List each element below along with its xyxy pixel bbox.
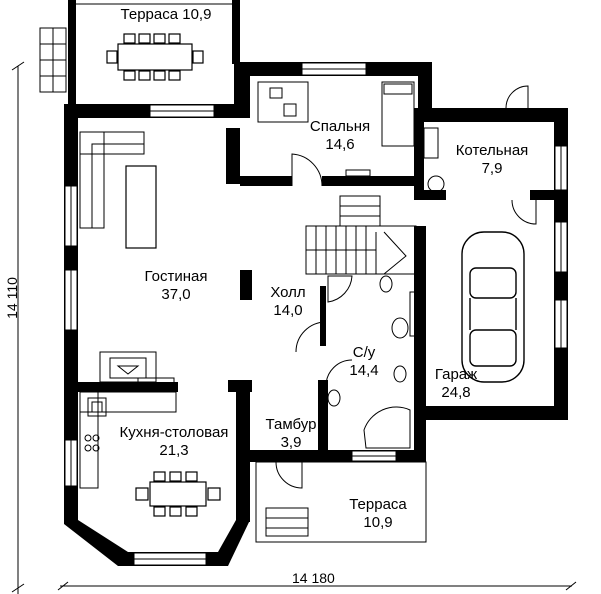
bottom-terrace bbox=[255, 461, 427, 543]
fireplace-column bbox=[240, 272, 252, 300]
living-area: 37,0 bbox=[161, 286, 191, 303]
boiler-name: Котельная bbox=[455, 142, 529, 159]
kitchen-name: Кухня-столовая bbox=[119, 424, 229, 441]
vestibule-area: 3,9 bbox=[280, 434, 302, 451]
dimension-width-label: 14 180 bbox=[292, 570, 335, 586]
living-label: Гостиная 37,0 bbox=[134, 268, 218, 304]
garage-name: Гараж bbox=[434, 366, 478, 383]
bedroom-door bbox=[291, 153, 323, 187]
bathroom-label: С/у 14,4 bbox=[340, 344, 388, 380]
bedroom-furniture bbox=[257, 81, 415, 177]
kitchen-counter bbox=[79, 377, 177, 489]
terrace-top-name: Терраса bbox=[120, 6, 179, 23]
kitchen-area: 21,3 bbox=[159, 442, 189, 459]
dimension-vertical bbox=[11, 61, 25, 594]
living-sofa bbox=[79, 131, 145, 229]
terrace-bottom-area: 10,9 bbox=[363, 514, 393, 531]
kitchen-label: Кухня-столовая 21,3 bbox=[104, 424, 244, 460]
bedroom-label: Спальня 14,6 bbox=[298, 118, 382, 154]
bath-fixtures bbox=[327, 275, 419, 449]
living-name: Гостиная bbox=[144, 268, 208, 285]
interior-walls bbox=[78, 108, 564, 462]
hall-label: Холл 14,0 bbox=[258, 284, 318, 320]
garage-door bbox=[511, 199, 537, 225]
vestibule-door bbox=[275, 461, 303, 489]
bathroom-name: С/у bbox=[352, 344, 376, 361]
dimension-height-label: 14 110 bbox=[4, 277, 20, 319]
terrace-bottom-name: Терраса bbox=[349, 496, 407, 513]
vestibule-name: Тамбур bbox=[265, 416, 317, 433]
boiler-area: 7,9 bbox=[481, 160, 503, 177]
fireplace bbox=[99, 351, 157, 383]
dimension-horizontal bbox=[57, 581, 577, 591]
windows bbox=[64, 62, 568, 566]
bedroom-name: Спальня bbox=[309, 118, 371, 135]
top-dining-table bbox=[106, 33, 204, 81]
garage-car bbox=[461, 231, 525, 383]
garage-label: Гараж 24,8 bbox=[426, 366, 486, 402]
vestibule-label: Тамбур 3,9 bbox=[258, 416, 324, 452]
terrace-top-label: Терраса 10,9 bbox=[100, 6, 232, 24]
bathroom-area: 14,4 bbox=[349, 362, 379, 379]
top-terrace bbox=[39, 0, 240, 104]
hall-door bbox=[295, 321, 327, 353]
bedroom-area: 14,6 bbox=[325, 136, 355, 153]
boiler-label: Котельная 7,9 bbox=[444, 142, 540, 178]
stairs bbox=[305, 195, 417, 275]
bath-door bbox=[325, 359, 353, 387]
terrace-bottom-label: Терраса 10,9 bbox=[338, 496, 418, 532]
boiler-door bbox=[505, 85, 529, 109]
hall-area: 14,0 bbox=[273, 302, 303, 319]
garage-area: 24,8 bbox=[441, 384, 471, 401]
hall-name: Холл bbox=[270, 284, 306, 301]
terrace-top-area: 10,9 bbox=[182, 6, 212, 23]
kitchen-dining-table bbox=[135, 471, 221, 517]
boiler-fixtures bbox=[423, 127, 445, 193]
coffee-table bbox=[125, 165, 157, 249]
